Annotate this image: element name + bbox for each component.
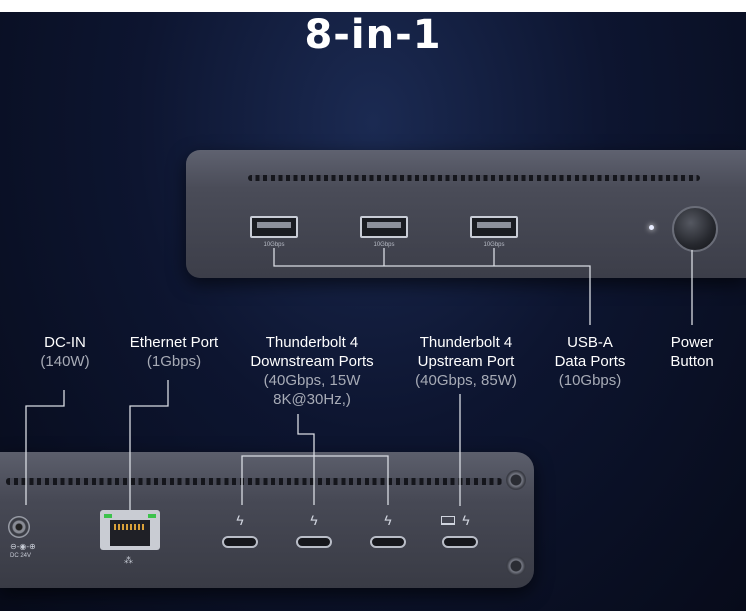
front-vent: [248, 175, 700, 181]
thunderbolt-upstream-port[interactable]: [442, 536, 478, 548]
thunderbolt-icon: ϟ: [384, 512, 392, 528]
label-tb4-upstream: Thunderbolt 4 Upstream Port (40Gbps, 85W…: [396, 333, 536, 390]
top-border: [0, 0, 746, 12]
label-dc-in-spec: (140W): [40, 353, 90, 370]
power-button[interactable]: [672, 206, 718, 252]
label-tb4-up-line1: Thunderbolt 4: [419, 334, 513, 351]
screw-bottom: [506, 556, 526, 576]
label-dc-in-title: DC-IN: [44, 334, 86, 351]
dc-in-jack[interactable]: [8, 516, 30, 538]
label-ethernet: Ethernet Port (1Gbps): [112, 333, 236, 371]
label-tb4-downstream: Thunderbolt 4 Downstream Ports (40Gbps, …: [234, 333, 390, 409]
usb-a-port-1-caption: 10Gbps: [263, 242, 285, 248]
usb-a-port-3[interactable]: [470, 216, 518, 238]
ethernet-led-right: [148, 514, 156, 518]
label-power-line2: Button: [670, 353, 714, 370]
tb4-down-leader: [241, 455, 389, 505]
status-led: [649, 225, 654, 230]
rear-vent: [6, 478, 502, 485]
thunderbolt-downstream-port-1[interactable]: [222, 536, 258, 548]
thunderbolt-icon: ϟ: [310, 512, 318, 528]
label-ethernet-title: Ethernet Port: [129, 334, 219, 351]
label-usb-a-line1: USB-A: [567, 334, 613, 351]
tb4-down-leader: [297, 414, 315, 505]
usb-a-leader: [273, 248, 591, 325]
page-title: 8-in-1: [304, 12, 442, 58]
ethernet-pins: [114, 524, 146, 530]
dc-caption: DC 24V: [10, 553, 32, 559]
label-tb4-up-spec: (40Gbps, 85W): [415, 372, 517, 389]
network-icon: ⁂: [124, 555, 133, 565]
dc-polarity-icon: ⊖-◉-⊕: [10, 542, 36, 551]
screw-top: [506, 470, 526, 490]
usb-a-port-1[interactable]: [250, 216, 298, 238]
usb-a-port-2[interactable]: [360, 216, 408, 238]
dc-leader: [25, 390, 65, 505]
label-tb4-up-line2: Upstream Port: [417, 353, 515, 370]
label-usb-a-line2: Data Ports: [554, 353, 626, 370]
label-tb4-down-line2: Downstream Ports: [250, 353, 374, 370]
thunderbolt-downstream-port-3[interactable]: [370, 536, 406, 548]
label-tb4-down-spec1: (40Gbps, 15W: [263, 372, 361, 389]
label-usb-a-spec: (10Gbps): [558, 372, 622, 389]
usb-a-port-2-caption: 10Gbps: [373, 242, 395, 248]
label-usb-a: USB-A Data Ports (10Gbps): [540, 333, 640, 390]
label-ethernet-spec: (1Gbps): [146, 353, 202, 370]
thunderbolt-icon: ϟ: [462, 512, 470, 528]
laptop-icon: [441, 516, 455, 525]
label-dc-in: DC-IN (140W): [20, 333, 110, 371]
dock-front-panel: 10Gbps 10Gbps 10Gbps: [186, 150, 746, 278]
thunderbolt-icon: ϟ: [236, 512, 244, 528]
dock-rear-panel: ⊖-◉-⊕ DC 24V ⁂ ϟ ϟ ϟ ϟ: [0, 452, 534, 588]
ethernet-led-left: [104, 514, 112, 518]
label-tb4-down-line1: Thunderbolt 4: [265, 334, 359, 351]
thunderbolt-downstream-port-2[interactable]: [296, 536, 332, 548]
ethernet-leader: [129, 380, 169, 510]
label-power-line1: Power: [670, 334, 714, 351]
label-power: Power Button: [650, 333, 734, 371]
label-tb4-down-spec2: 8K@30Hz,): [273, 391, 351, 408]
usb-a-port-3-caption: 10Gbps: [483, 242, 505, 248]
ethernet-port[interactable]: [100, 510, 160, 550]
